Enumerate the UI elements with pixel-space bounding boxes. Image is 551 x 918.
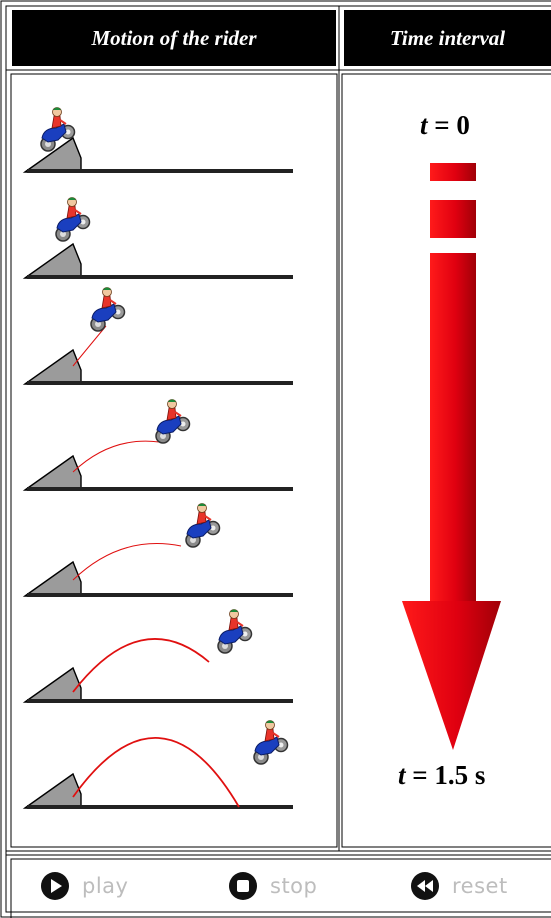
ramp <box>22 454 82 491</box>
play-label: play <box>82 874 129 898</box>
ground-line <box>27 381 293 385</box>
motion-frame <box>22 719 293 809</box>
time-end-value: = 1.5 s <box>405 760 486 790</box>
stop-icon <box>229 872 257 900</box>
ground-line <box>27 487 293 491</box>
ramp <box>22 560 82 597</box>
trajectory <box>72 543 182 581</box>
motion-frame <box>22 608 293 703</box>
ground-line <box>27 593 293 597</box>
trajectory <box>72 440 160 473</box>
rewind-icon <box>411 872 439 900</box>
rider-icon <box>185 502 221 548</box>
rider-icon <box>90 286 126 332</box>
arrow-dash-1 <box>430 163 476 181</box>
motion-frame <box>22 196 293 279</box>
time-start-label: t = 0 <box>420 110 470 141</box>
ramp <box>22 242 82 279</box>
reset-button[interactable]: reset <box>410 864 508 908</box>
ramp <box>22 772 82 809</box>
rider-icon <box>217 608 253 654</box>
motion-frame <box>22 106 293 173</box>
play-icon <box>41 872 69 900</box>
time-start-value: = 0 <box>427 110 470 140</box>
ground-line <box>27 169 293 173</box>
trajectory <box>72 325 107 367</box>
time-arrow <box>402 163 501 750</box>
rider-icon <box>253 719 289 765</box>
motion-frame <box>22 286 293 385</box>
motion-frames <box>22 106 293 809</box>
motion-frame <box>22 502 293 597</box>
rider-icon <box>155 398 191 444</box>
trajectory <box>72 737 240 808</box>
ground-line <box>27 805 293 809</box>
reset-label: reset <box>452 874 508 898</box>
ramp <box>22 348 82 385</box>
stop-button[interactable]: stop <box>228 864 317 908</box>
time-start-var: t <box>420 110 428 140</box>
time-end-label: t = 1.5 s <box>398 760 485 791</box>
motion-column-header: Motion of the rider <box>12 10 336 66</box>
rider-icon <box>55 196 91 242</box>
play-button[interactable]: play <box>40 864 128 908</box>
stop-label: stop <box>270 874 318 898</box>
arrow-dash-2 <box>430 200 476 238</box>
time-end-var: t <box>398 760 406 790</box>
ramp <box>22 666 82 703</box>
ground-line <box>27 699 293 703</box>
arrow-shaft <box>430 253 476 603</box>
motion-frame <box>22 398 293 491</box>
ground-line <box>27 275 293 279</box>
trajectory <box>72 638 210 693</box>
playback-controls: play stop reset <box>0 860 551 918</box>
time-column-header: Time interval <box>344 10 551 66</box>
arrow-head <box>402 601 501 750</box>
